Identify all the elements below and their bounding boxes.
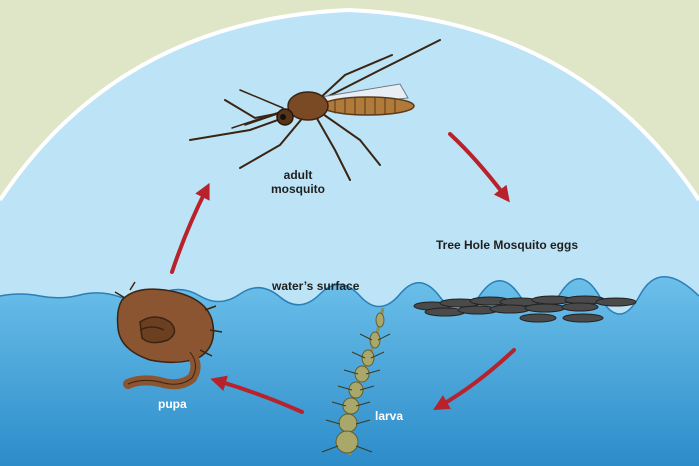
adult-mosquito-label: adult mosquito xyxy=(268,168,328,196)
adult-label-line2: mosquito xyxy=(268,182,328,196)
eggs-label: Tree Hole Mosquito eggs xyxy=(436,238,578,252)
larva-label: larva xyxy=(375,409,403,423)
pupa-label: pupa xyxy=(158,397,187,411)
water-surface-label: water’s surface xyxy=(272,279,359,293)
adult-label-line1: adult xyxy=(268,168,328,182)
